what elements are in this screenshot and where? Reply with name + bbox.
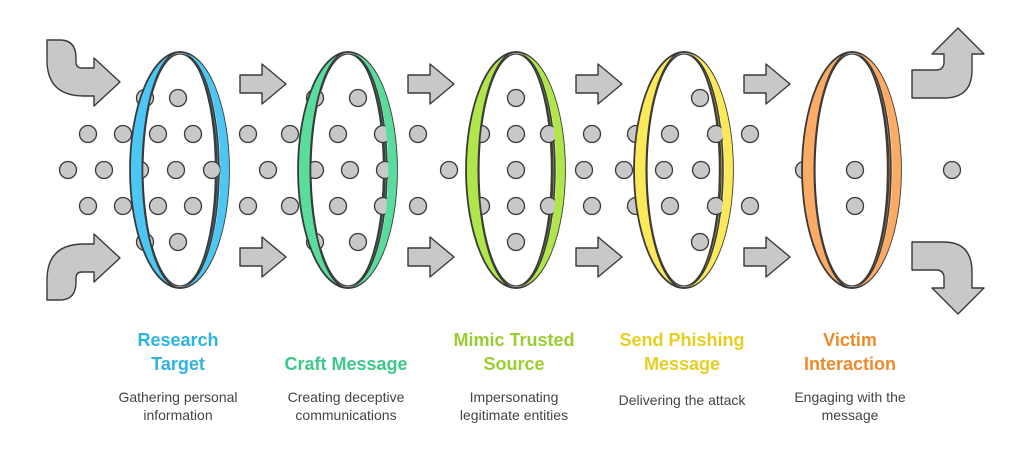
stage-description-1: Gathering personal information	[118, 389, 238, 423]
right-arrow-icon	[407, 63, 455, 105]
ring-front-3	[465, 51, 566, 289]
stage-description-4: Delivering the attack	[618, 392, 746, 408]
ring-front-1	[129, 51, 230, 289]
right-arrow-icon	[239, 63, 287, 105]
dot-icon	[506, 88, 526, 108]
dot-icon	[202, 160, 222, 180]
curved-arrow-in-icon	[46, 233, 121, 301]
dot-icon	[845, 196, 865, 216]
dot-icon	[845, 160, 865, 180]
dot-icon	[168, 232, 188, 252]
ring-front-4	[633, 51, 734, 289]
stage-description-3: Impersonating legitimate entities	[459, 389, 569, 423]
dot-icon	[328, 124, 348, 144]
dot-icon	[183, 196, 203, 216]
right-arrow-icon	[743, 236, 791, 278]
dot-icon	[328, 196, 348, 216]
dot-icon	[408, 196, 428, 216]
right-arrow-icon	[407, 236, 455, 278]
stage-title-5: Victim Interaction	[803, 330, 896, 374]
dot-icon	[506, 196, 526, 216]
right-arrow-icon	[239, 236, 287, 278]
stage-title-1: Research Target	[137, 330, 219, 374]
dot-icon	[348, 232, 368, 252]
dot-icon	[258, 160, 278, 180]
stage-title-2: Craft Message	[284, 354, 408, 374]
dot-icon	[340, 160, 360, 180]
stage-description-2: Creating deceptive communications	[287, 389, 405, 423]
dot-icon	[942, 160, 962, 180]
right-arrow-icon	[743, 63, 791, 105]
dot-icon	[506, 232, 526, 252]
stage-title-4: Send Phishing Message	[619, 330, 745, 374]
dot-icon	[506, 160, 526, 180]
dot-icon	[113, 196, 133, 216]
dot-icon	[654, 160, 674, 180]
right-arrow-icon	[575, 236, 623, 278]
dot-icon	[408, 124, 428, 144]
dot-icon	[690, 88, 710, 108]
dot-icon	[94, 160, 114, 180]
dot-icon	[740, 124, 760, 144]
curved-arrow-out-icon	[911, 27, 985, 99]
curved-arrow-out-icon	[911, 241, 985, 315]
dot-icon	[691, 160, 711, 180]
dot-icon	[78, 124, 98, 144]
dot-icon	[614, 160, 634, 180]
stage-title-3: Mimic Trusted Source	[453, 330, 575, 374]
ring-front-2	[297, 51, 398, 289]
stage-description-5: Engaging with the message	[794, 389, 906, 423]
dot-icon	[660, 196, 680, 216]
dot-icon	[168, 88, 188, 108]
dot-icon	[238, 196, 258, 216]
dot-icon	[574, 160, 594, 180]
dot-icon	[148, 196, 168, 216]
dot-icon	[582, 196, 602, 216]
dot-icon	[166, 160, 186, 180]
dot-icon	[439, 160, 459, 180]
dot-icon	[78, 196, 98, 216]
dot-icon	[113, 124, 133, 144]
dot-icon	[740, 196, 760, 216]
dot-icon	[58, 160, 78, 180]
dot-icon	[280, 196, 300, 216]
dot-icon	[582, 124, 602, 144]
dot-icon	[660, 124, 680, 144]
dot-icon	[148, 124, 168, 144]
dot-icon	[348, 88, 368, 108]
dot-icon	[280, 124, 300, 144]
curved-arrow-in-icon	[46, 39, 121, 107]
dot-icon	[183, 124, 203, 144]
ring-front-5	[801, 51, 902, 289]
dot-icon	[506, 124, 526, 144]
dot-icon	[238, 124, 258, 144]
right-arrow-icon	[575, 63, 623, 105]
dot-icon	[690, 232, 710, 252]
